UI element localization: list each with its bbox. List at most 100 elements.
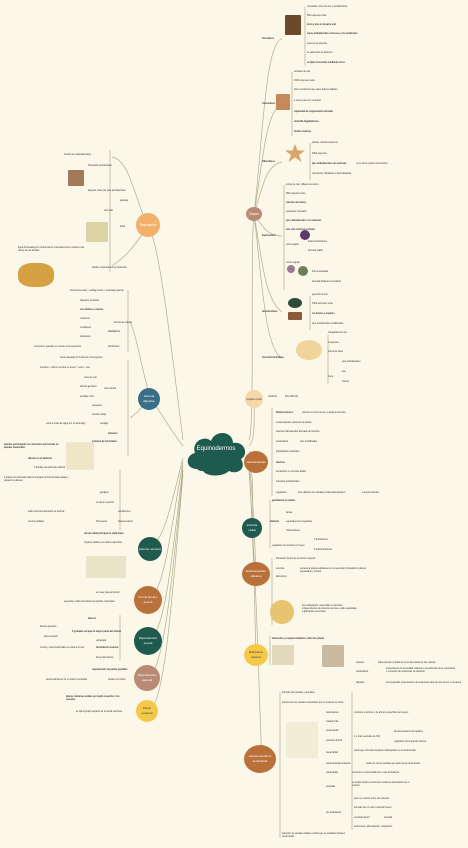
dig-17: esófago corto [80, 396, 94, 398]
label-crinoideos: Crinoideos [262, 38, 274, 40]
crin-6: se alimentan de plancton [307, 52, 333, 54]
car-9: bentónicos en el fondo adulto [276, 471, 307, 473]
dig-21: intestino [108, 433, 118, 435]
ase-3: división por fisión [108, 679, 126, 681]
amb-2: interior del mar canales conectados por … [282, 702, 344, 704]
amb-23: ampolla [384, 817, 393, 819]
ner-2: no tienen cerebro [96, 502, 114, 504]
ext-7: son pequeñas proyecciones del esqueleto … [386, 682, 462, 684]
amb-6: canal anular [326, 730, 339, 732]
center-label: Equinodermos [196, 446, 236, 452]
node-registro-fosil[interactable]: registro fósil [245, 390, 263, 408]
dig-3: digestión extraoral [80, 300, 99, 302]
node-simetria-radial[interactable]: simetría radial [242, 518, 262, 538]
node-sistema-nervioso-label: sistema nervioso [138, 546, 162, 551]
ase-1: regeneración de partes perdidas [92, 669, 128, 671]
crin-7: se fijan al sustrato mediante cirros [307, 62, 345, 64]
amb-26: infección de canales radiales unidos que… [282, 833, 346, 838]
con-6: boca [328, 376, 333, 378]
car-5: pedicelarios [276, 441, 289, 443]
dig-22: Linterna de Aristóteles [92, 441, 117, 443]
con-1: margaritas de mar [328, 332, 347, 334]
node-pared-corporal[interactable]: Pared corporal [136, 700, 158, 722]
resp-4: papulas [120, 200, 129, 202]
dig-12: intestino > cólico (termina en anus) > r… [40, 367, 90, 369]
node-sistema-nervioso[interactable]: sistema nervioso [138, 537, 162, 561]
dig-10: omnívoros: grandes se comen a los pequeñ… [34, 346, 82, 348]
ambulacral-diagram [286, 722, 318, 758]
con-7: brazos [342, 381, 349, 383]
dig-11: boca rodeada por 5 dientes convergentes [60, 357, 103, 359]
ner-9: nervio radial principal en cada brazo [84, 533, 124, 535]
car-4: sistema hidrovascular derivado del celom… [276, 431, 320, 433]
node-sistema-digestivo[interactable]: sistema digestivo [138, 388, 160, 410]
dig-8: poliquetos [80, 336, 91, 338]
equ-5: pies ambulacrales con ventosas [286, 220, 322, 222]
ofi-2: 2000 especies [312, 153, 327, 155]
end-5: los pedicelarios: respondan a estímulos … [302, 605, 357, 613]
car-10: tubículos ambulacrales [276, 481, 300, 483]
dig-16: esqueleto [92, 405, 102, 407]
equ-4: esqueleto compacto [286, 211, 307, 213]
crinoid-photo [285, 15, 301, 35]
fos-1: cámbrico [268, 396, 278, 398]
node-clases[interactable]: Clases [246, 207, 262, 221]
ner-1: ganglios [100, 492, 109, 494]
urchin-photo [300, 230, 310, 240]
node-pared-corporal-label: Pared corporal [141, 706, 153, 715]
ext-1: tubérculos y espinas tubulares sobre las… [272, 638, 325, 640]
car-1: Deuterostomos [276, 412, 293, 414]
node-ambulacral[interactable]: sistema acuífero/ ambulacral [244, 745, 276, 773]
amb-4: conducto a la boca y de ahí a la superfi… [354, 712, 409, 714]
node-sistema-digestivo-label: sistema digestivo [143, 394, 155, 403]
digestive-diagram [18, 263, 54, 287]
node-respiracion[interactable]: Respiración [136, 213, 160, 237]
car-8: marinos [276, 462, 285, 464]
node-reproduccion-sexual[interactable]: Reproducción sexual [134, 627, 162, 655]
sim-5: bilateral [270, 521, 279, 523]
node-estructura-externa[interactable]: Estructura externa [244, 644, 268, 666]
resp-7: agua bombeada por contracciones muscular… [18, 247, 85, 252]
label-concentricicloideos: Concentricicloideos [262, 357, 284, 359]
asteroid-photo [276, 94, 290, 110]
node-reproduccion-asexual[interactable]: Reproducción asexual [134, 665, 160, 691]
amb-8: canal radial [326, 752, 338, 754]
dig-5: moluscos [80, 318, 90, 320]
amb-3: canal pétreo [326, 712, 339, 714]
equ-2: 950 especies vivas [286, 193, 306, 195]
amb-24: locomoción, alimentación, respiración [354, 826, 393, 828]
node-forma-larval[interactable]: Forma larval y juvenil [134, 586, 162, 614]
endoskeleton-diagram [270, 600, 294, 624]
amb-20: saco en exterior entre los osículos [354, 798, 389, 800]
equ-7: ano oral contra el nominal [286, 229, 315, 231]
car-13: cuerpos blandos [362, 492, 379, 494]
dig-26: 5 placas de carbonato cálcico empujan la… [4, 477, 69, 482]
equ-12: forma aplanada [312, 271, 328, 273]
node-reproduccion-sexual-label: Reproducción sexual [138, 636, 158, 645]
node-caracteristicas[interactable]: características [244, 451, 268, 473]
rep-5: liberan gametos [40, 626, 57, 628]
ofi-1: ofiuras, estrella serpiente [312, 142, 338, 144]
ofi-3: pies ambulacrales sin ventosas [312, 163, 347, 165]
sim-6: regulación de simetría en 5 ejes [272, 545, 305, 547]
equ-9: linterna Aristóteles [308, 241, 327, 243]
node-endoesqueleto-label: Endoesqueleto calcáreo [245, 569, 267, 578]
dig-23: aparato peristegmal con músculos que for… [4, 444, 59, 449]
node-endoesqueleto[interactable]: Endoesqueleto calcáreo [242, 562, 270, 586]
con-4: pies ambulacrales [342, 361, 361, 363]
ext-4: todos tienden al tratar de tener las pla… [378, 662, 436, 664]
par-1: placas calcáreas unidas por tejido conec… [66, 696, 120, 701]
sim-7: 5 ambulacros [314, 539, 328, 541]
con-5: ano [342, 371, 346, 373]
label-ofiuroideos: Ofiuroideos [262, 161, 275, 163]
node-clases-label: Clases [249, 211, 259, 216]
con-3: forma de disco [328, 351, 344, 353]
dig-25: 5 bandas de carbonato cálcico [34, 467, 66, 469]
concentricycloid-diagram [296, 340, 322, 360]
car-12: Sus epitelios son raciales al dermatoesq… [298, 492, 346, 494]
crin-5: carecen de espinas [307, 43, 327, 45]
dig-9: detritívoros [108, 346, 120, 348]
center-cloud-node[interactable] [183, 425, 249, 477]
amb-19: pie ambulacral [326, 812, 341, 814]
amb-15: canal que comunica la placa madreporita … [354, 750, 416, 752]
